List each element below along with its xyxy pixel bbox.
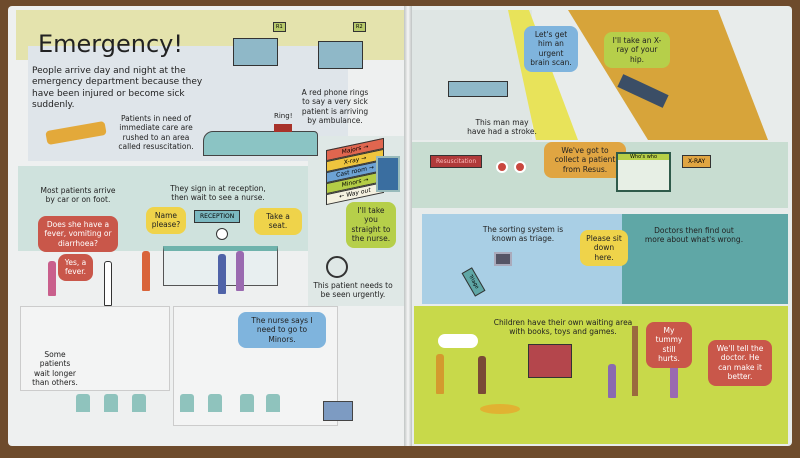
whos-who-board: Who's who	[616, 152, 671, 192]
person	[104, 261, 112, 306]
ring-label: Ring!	[274, 112, 293, 120]
straight-to-nurse-bubble: I'll take you straight to the nurse.	[346, 202, 396, 248]
wheelchair-illustration	[326, 256, 348, 278]
right-page: Let's get him an urgent brain scan. This…	[408, 6, 792, 446]
brain-scan-bubble: Let's get him an urgent brain scan.	[524, 26, 578, 72]
person	[48, 261, 56, 296]
resuscitation-sign: Resuscitation	[430, 155, 483, 168]
doctors-caption: Doctors then find out more about what's …	[644, 226, 744, 245]
clock-icon	[216, 228, 228, 240]
chair	[208, 394, 222, 412]
arrive-caption: Most patients arrive by car or on foot.	[40, 186, 116, 205]
palm-tree-illustration	[632, 326, 638, 396]
chair	[180, 394, 194, 412]
left-page: Emergency! People arrive day and night a…	[8, 6, 412, 446]
fever-answer-bubble: Yes, a fever.	[58, 254, 93, 281]
room-label-r2: R2	[353, 22, 366, 32]
person	[218, 254, 226, 294]
person	[236, 251, 244, 291]
name-please-bubble: Name please?	[146, 207, 186, 234]
cloud-illustration	[438, 334, 478, 348]
whos-who-label: Who's who	[618, 154, 669, 160]
chair	[240, 394, 254, 412]
go-to-minors-bubble: The nurse says I need to go to Minors.	[238, 312, 326, 349]
chair	[104, 394, 118, 412]
fever-question-bubble: Does she have a fever, vomiting or diarr…	[38, 216, 118, 253]
bed-illustration	[233, 38, 278, 66]
person	[142, 251, 150, 291]
resus-caption: Patients in need of immediate care are r…	[118, 114, 194, 152]
chair	[132, 394, 146, 412]
phone-caption: A red phone rings to say a very sick pat…	[301, 88, 369, 126]
computer-icon	[494, 252, 512, 266]
book-spine	[404, 6, 412, 446]
person	[478, 356, 486, 394]
no-entry-icon	[496, 161, 508, 173]
waiting-panel-1	[20, 306, 170, 391]
take-seat-bubble: Take a seat.	[254, 208, 302, 235]
tummy-bubble: My tummy still hurts.	[646, 322, 692, 368]
collect-patient-bubble: We've got to collect a patient from Resu…	[544, 142, 626, 179]
door-keypad-icon	[376, 156, 400, 192]
signin-caption: They sign in at reception, then wait to …	[170, 184, 266, 203]
intro-text: People arrive day and night at the emerg…	[32, 66, 203, 110]
no-entry-icon	[514, 161, 526, 173]
chair	[266, 394, 280, 412]
sit-down-bubble: Please sit down here.	[580, 230, 628, 267]
stroke-room	[412, 10, 532, 140]
stroke-caption: This man may have had a stroke.	[467, 118, 537, 137]
children-caption: Children have their own waiting area wit…	[493, 318, 633, 337]
bed-illustration	[318, 41, 363, 69]
urgent-caption: This patient needs to be seen urgently.	[313, 281, 393, 300]
computer-desk	[323, 401, 353, 421]
reception-sign: RECEPTION	[194, 210, 241, 223]
person	[608, 364, 616, 398]
toy-table	[480, 404, 520, 414]
room-label-r1: R1	[273, 22, 286, 32]
person	[670, 364, 678, 398]
tell-doctor-bubble: We'll tell the doctor. He can make it be…	[708, 340, 772, 386]
piano-illustration	[528, 344, 572, 378]
chair	[76, 394, 90, 412]
xray-hip-bubble: I'll take an X-ray of your hip.	[604, 32, 670, 69]
mustard-wall	[568, 10, 768, 140]
xray-sign: X-RAY	[682, 155, 712, 168]
triage-caption: The sorting system is known as triage.	[482, 225, 564, 244]
wait-caption: Some patients wait longer than others.	[32, 350, 78, 388]
resus-desk	[203, 131, 318, 156]
person	[436, 354, 444, 394]
red-phone-icon	[274, 124, 292, 132]
bed-illustration	[448, 81, 508, 97]
doctor-room	[622, 214, 788, 304]
page-title: Emergency!	[38, 30, 183, 58]
